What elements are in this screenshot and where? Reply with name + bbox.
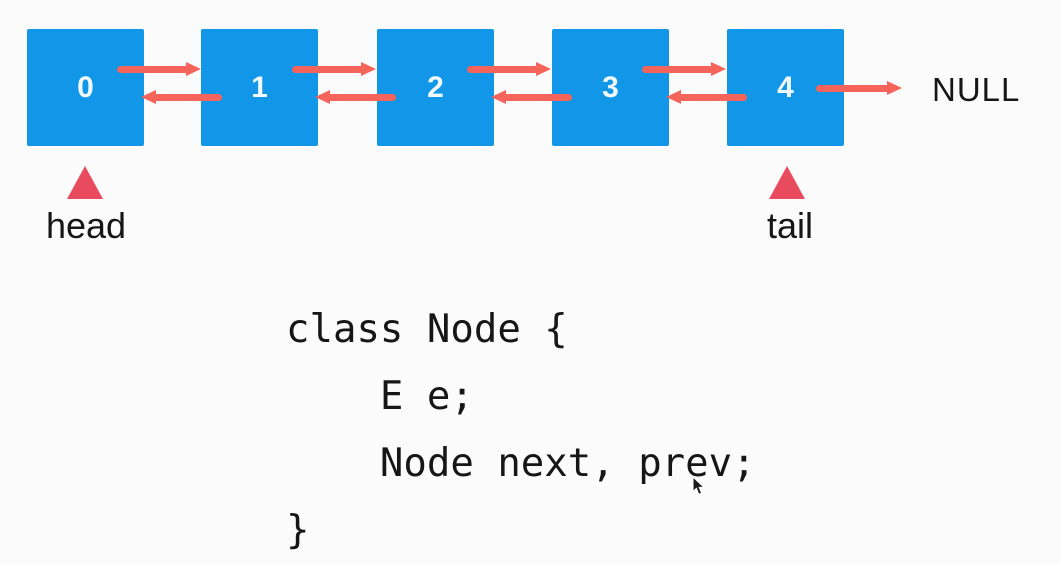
node-value: 4 xyxy=(777,70,794,104)
next-arrow-icon xyxy=(117,62,201,77)
next-arrow-icon xyxy=(642,62,726,77)
node-value: 3 xyxy=(602,70,619,104)
code-line-element-field: E e; xyxy=(286,374,474,419)
null-label: NULL xyxy=(932,71,1021,108)
tail-label: tail xyxy=(766,205,814,246)
tail-pointer-icon xyxy=(769,166,805,199)
mouse-cursor-icon xyxy=(692,476,706,495)
head-label: head xyxy=(45,205,127,246)
list-node-3: 3 xyxy=(552,29,669,146)
list-node-0: 0 xyxy=(27,29,144,146)
head-pointer-icon xyxy=(67,166,103,199)
prev-arrow-icon xyxy=(666,90,747,105)
null-arrow-icon xyxy=(816,81,902,96)
code-line-class-declaration: class Node { xyxy=(286,307,568,352)
prev-arrow-icon xyxy=(491,90,572,105)
next-arrow-icon xyxy=(292,62,376,77)
list-node-1: 1 xyxy=(201,29,318,146)
next-arrow-icon xyxy=(467,62,551,77)
prev-arrow-icon xyxy=(315,90,396,105)
prev-arrow-icon xyxy=(141,90,222,105)
list-node-2: 2 xyxy=(377,29,494,146)
node-value: 0 xyxy=(77,70,94,104)
code-line-closing-brace: } xyxy=(286,508,310,553)
code-line-next-prev-fields: Node next, prev; xyxy=(286,441,756,486)
node-value: 2 xyxy=(427,70,444,104)
code-snippet: class Node { E e; Node next, prev; } xyxy=(286,296,756,564)
node-value: 1 xyxy=(251,70,268,104)
